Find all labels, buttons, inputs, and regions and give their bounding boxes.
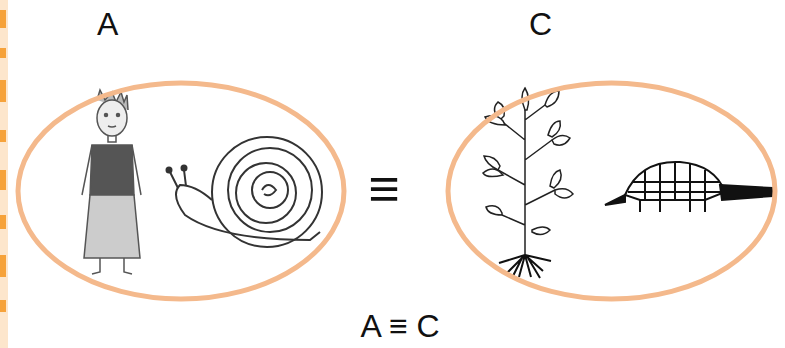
ellipse-outline bbox=[15, 80, 347, 302]
set-letter: C bbox=[529, 8, 552, 40]
equivalence-sign: ≡ bbox=[368, 161, 400, 215]
armadillo-drawing bbox=[605, 162, 772, 212]
equivalence-statement: A ≡ C bbox=[360, 310, 439, 342]
ellipse-group: A bbox=[15, 80, 347, 302]
ellipse-group: C bbox=[445, 80, 778, 302]
edge-marks bbox=[0, 0, 8, 348]
snail-drawing bbox=[167, 137, 323, 247]
ellipse-outline bbox=[445, 80, 778, 302]
set-letter: A bbox=[97, 8, 118, 40]
girl-drawing bbox=[82, 90, 141, 274]
